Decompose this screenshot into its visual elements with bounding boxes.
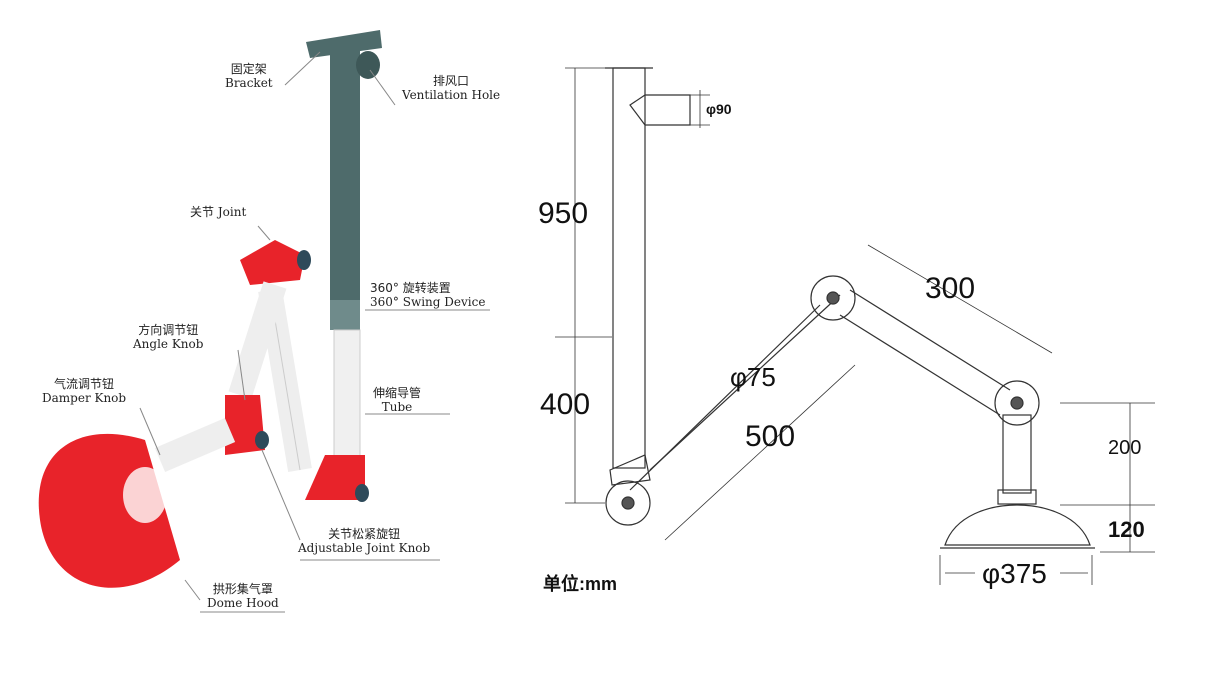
label-en: Bracket bbox=[225, 76, 273, 90]
label-en: Tube bbox=[381, 400, 413, 414]
dimension-lines bbox=[555, 67, 1155, 585]
dim-500: 500 bbox=[745, 420, 796, 453]
dim-phi375: φ375 bbox=[982, 558, 1047, 589]
label-en: Angle Knob bbox=[133, 337, 204, 351]
unit-label: 单位:mm bbox=[543, 574, 618, 594]
label-en: Ventilation Hole bbox=[402, 88, 501, 102]
label-en: Dome Hood bbox=[207, 596, 279, 610]
label-en: 360° Swing Device bbox=[370, 295, 486, 309]
label-cn: 360° 旋转装置 bbox=[370, 281, 451, 295]
label-cn: 拱形集气罩 bbox=[212, 582, 273, 596]
label-cn: 排风口 bbox=[433, 74, 470, 88]
dim-300: 300 bbox=[925, 272, 976, 305]
dim-phi75: φ75 bbox=[730, 362, 776, 392]
label-cn: 关节 bbox=[190, 205, 215, 219]
label-en: Adjustable Joint Knob bbox=[298, 541, 431, 555]
dim-120: 120 bbox=[1108, 517, 1145, 542]
label-en: Damper Knob bbox=[42, 391, 127, 405]
dim-200: 200 bbox=[1108, 437, 1142, 459]
label-cn: 伸缩导管 bbox=[373, 386, 422, 400]
label-cn: 关节松紧旋钮 bbox=[328, 527, 401, 541]
technical-drawing bbox=[605, 67, 1095, 549]
dim-400: 400 bbox=[540, 388, 591, 421]
label-joint: 关节 Joint bbox=[190, 205, 246, 219]
dim-950: 950 bbox=[538, 197, 589, 230]
product-photo bbox=[38, 30, 382, 588]
label-en: Joint bbox=[217, 205, 247, 219]
leader-lines bbox=[139, 51, 490, 613]
label-cn: 方向调节钮 bbox=[138, 323, 199, 337]
label-cn: 固定架 bbox=[230, 62, 267, 76]
label-cn: 气流调节钮 bbox=[54, 377, 115, 391]
dim-phi90: φ90 bbox=[706, 101, 732, 117]
